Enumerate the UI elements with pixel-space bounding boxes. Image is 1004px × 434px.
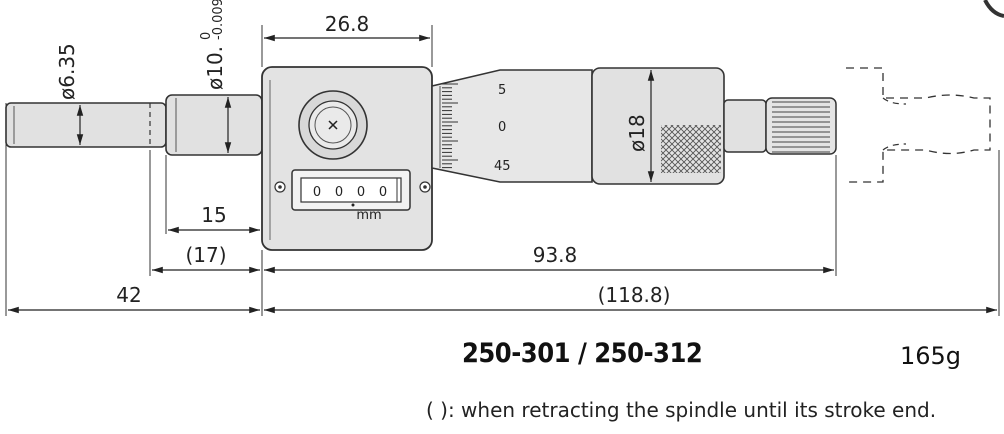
- spindle: [5, 102, 167, 148]
- dim-head-length: 93.8: [533, 243, 578, 267]
- scale-mark: 45: [494, 159, 511, 174]
- stem: [165, 94, 263, 156]
- dim-stem-length-retracted: (17): [185, 243, 226, 267]
- scale-mark: 5: [498, 83, 506, 98]
- dim-stem-length: 15: [201, 203, 226, 227]
- scale-ticks: [442, 83, 458, 169]
- ratchet-neck: [723, 99, 767, 153]
- dim-stem-tol-top: 0: [199, 32, 214, 40]
- counter-digit: 0: [335, 185, 343, 200]
- ratchet-grip: [772, 101, 830, 153]
- dim-body-width: 26.8: [325, 12, 370, 36]
- model-number: 250-301 / 250-312: [462, 338, 703, 369]
- footnote: ( ): when retracting the spindle until i…: [426, 398, 937, 422]
- sleeve-scale: [431, 69, 593, 183]
- dim-stem-dia: ø10.: [203, 46, 227, 90]
- dim-head-length-retracted: (118.8): [598, 283, 671, 307]
- thimble-knurl: [661, 125, 721, 173]
- ratchet-knob: [765, 97, 837, 155]
- dim-stem-tol-bottom: -0.009: [211, 0, 226, 40]
- corner-mark: [983, 0, 1004, 18]
- counter-unit: mm: [356, 208, 381, 223]
- dim-thimble-dia: ø18: [625, 114, 649, 152]
- retracted-outline: [846, 67, 991, 183]
- scale-mark: 0: [498, 120, 506, 135]
- dim-spindle-total: 42: [116, 283, 141, 307]
- weight-label: 165g: [900, 342, 962, 370]
- counter-digit: 0: [357, 185, 365, 200]
- counter-digit: 0: [379, 185, 387, 200]
- counter-digit: 0: [313, 185, 321, 200]
- micrometer-head-drawing: 0 0 0 0 mm 5 0 45 26.8 ø6.35 ø10. 0 -0.0…: [5, 0, 1004, 316]
- dim-spindle-dia: ø6.35: [55, 43, 79, 100]
